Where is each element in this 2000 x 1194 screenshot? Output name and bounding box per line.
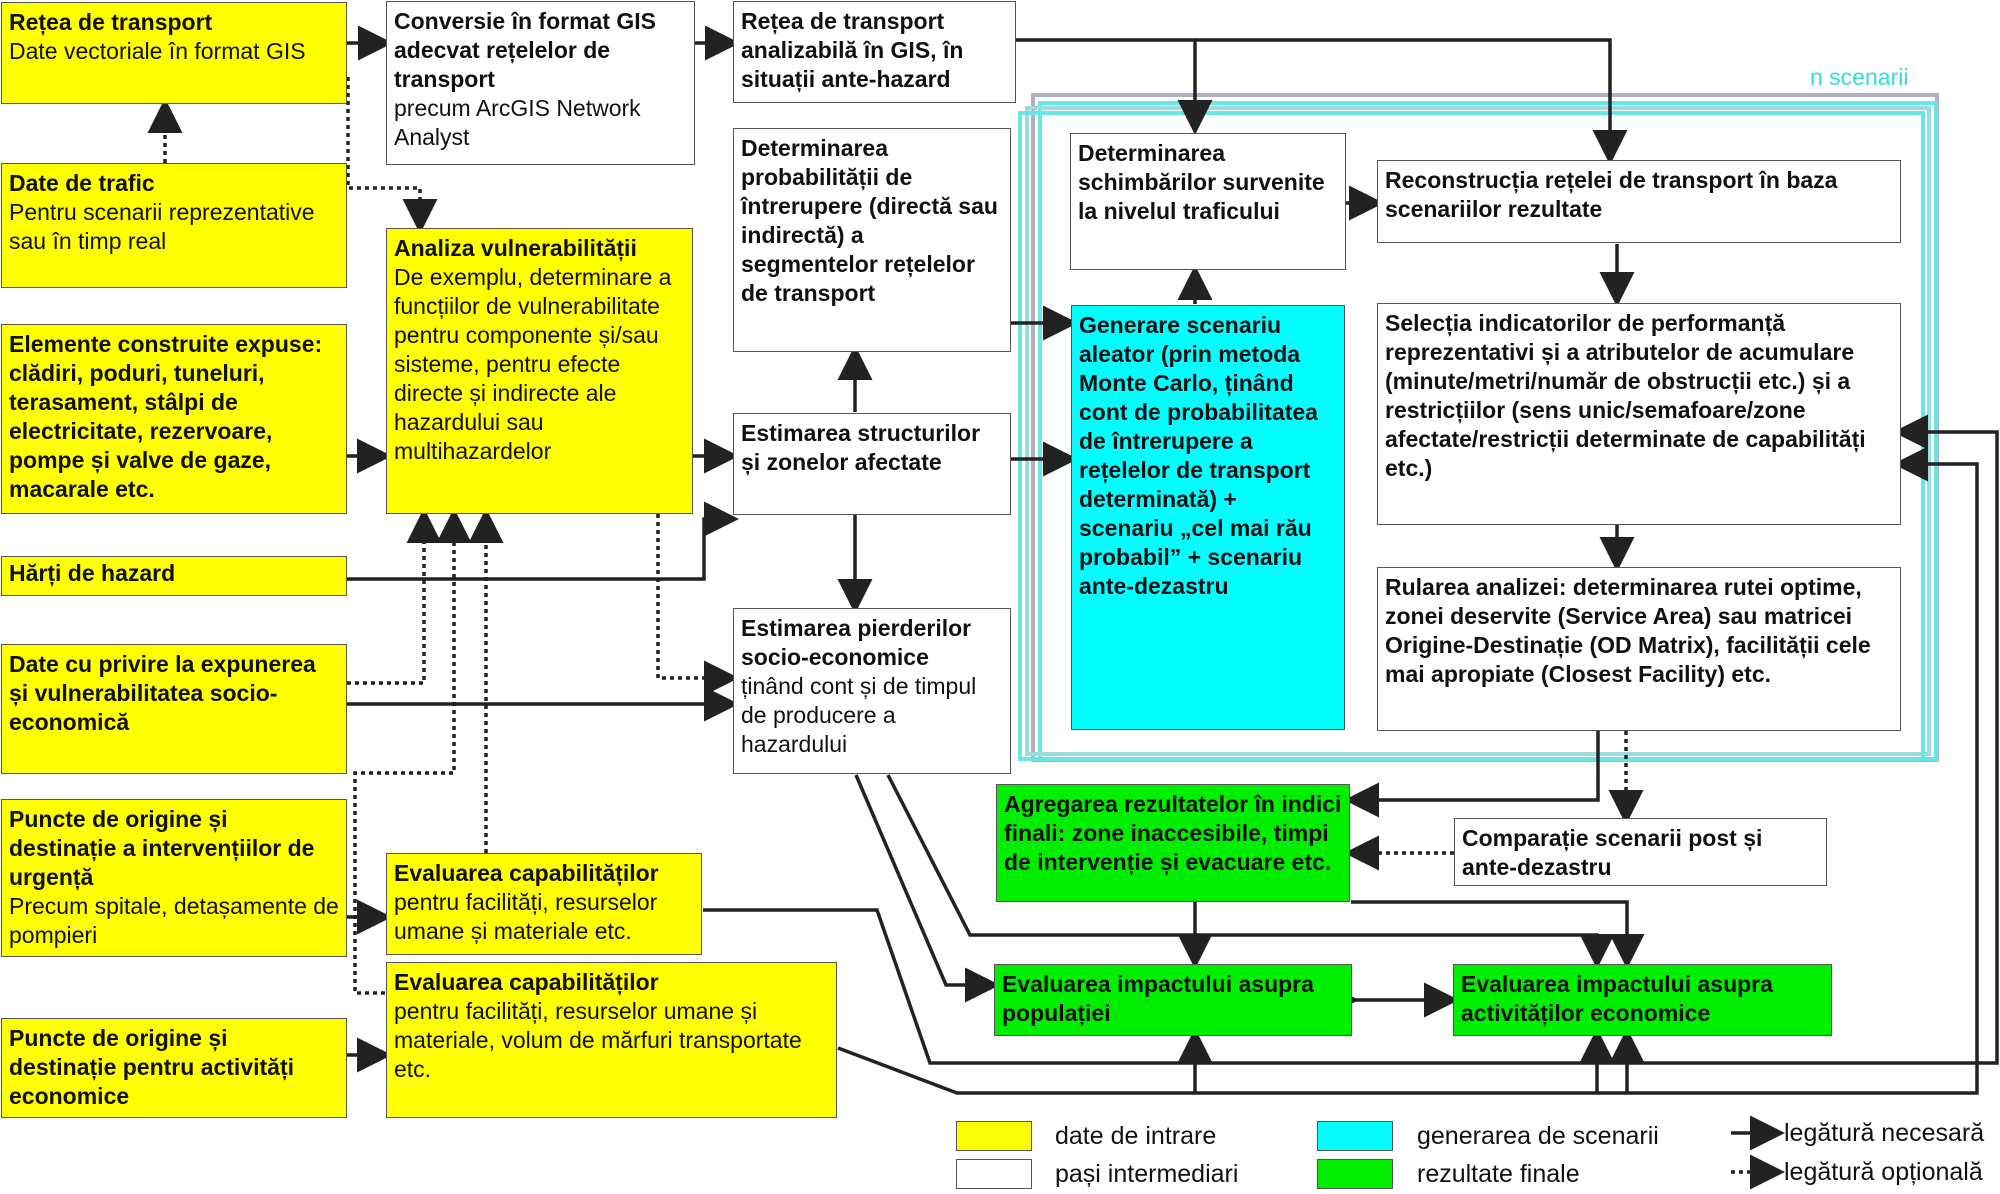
box-title: Rularea analizei: determinarea rutei opt… — [1385, 574, 1871, 687]
box-title: Hărți de hazard — [9, 560, 176, 586]
box-title: Estimarea structurilor și zonelor afecta… — [741, 420, 981, 475]
box-title: Date cu privire la expunerea și vulnerab… — [9, 651, 316, 735]
box-title: Rețea de transport — [9, 9, 213, 35]
link-b15-b23 — [854, 774, 1000, 1003]
box-body: Precum spitale, detașamente de pompieri — [9, 893, 339, 948]
box-exposed-elements: Elemente construite expuse: clădiri, pod… — [1, 324, 347, 514]
box-title: Determinarea probabilității de întrerupe… — [741, 135, 998, 306]
box-body: pentru facilități, resurselor umane și m… — [394, 889, 658, 944]
box-scenario-comparison: Comparație scenarii post și ante-dezastr… — [1454, 818, 1827, 886]
legend-required-label: legătură necesară — [1784, 1119, 1985, 1147]
box-capabilities-emergency: Evaluarea capabilităților pentru facilită… — [386, 853, 702, 955]
box-body: Date vectoriale în format GIS — [9, 38, 306, 64]
link-b21-b24 — [1351, 900, 1645, 969]
box-title: Determinarea schimbărilor survenite la n… — [1078, 140, 1325, 224]
box-economic-impact: Evaluarea impactului asupra activitățilo… — [1453, 964, 1832, 1036]
legend-scenarios-label: generarea de scenarii — [1417, 1122, 1659, 1150]
box-run-analysis: Rularea analizei: determinarea rutei opt… — [1377, 567, 1901, 731]
box-title: Evaluarea impactului asupra populației — [1002, 971, 1314, 1026]
box-body: De exemplu, determinare a funcțiilor de … — [394, 264, 672, 464]
box-title: Evaluarea capabilităților — [394, 969, 659, 995]
box-hazard-maps: Hărți de hazard — [1, 556, 347, 596]
box-title: Elemente construite expuse: clădiri, pod… — [9, 331, 323, 502]
box-vulnerability-analysis: Analiza vulnerabilității De exemplu, dete… — [386, 228, 693, 514]
optional-b5-b9 — [347, 508, 442, 685]
box-body: Pentru scenarii reprezentative sau în ti… — [9, 199, 315, 254]
scenario-count-label: n scenarii — [1810, 64, 1909, 90]
link-b10-b19 — [703, 414, 1999, 1065]
legend-scenarios-swatch — [1317, 1121, 1393, 1151]
box-indicator-selection: Selecția indicatorilor de performanță re… — [1377, 303, 1901, 525]
box-socioeconomic-data: Date cu privire la expunerea și vulnerab… — [1, 644, 347, 774]
box-title: Estimarea pierderilor socio-economice — [741, 615, 972, 670]
box-title: Date de trafic — [9, 170, 155, 196]
box-title: Agregarea rezultatelor în indici finali:… — [1004, 791, 1342, 875]
box-network-reconstruction: Reconstrucția rețelei de transport în ba… — [1377, 160, 1901, 243]
box-title: Generare scenariu aleator (prin metoda M… — [1079, 312, 1318, 599]
legend-input-swatch — [956, 1121, 1032, 1151]
optional-b11-b9 — [353, 508, 472, 995]
box-title: Analiza vulnerabilității — [394, 235, 637, 261]
box-emergency-origins: Puncte de origine și destinație a interv… — [1, 799, 347, 957]
box-title: Reconstrucția rețelei de transport în ba… — [1385, 167, 1838, 222]
link-b15-b24 — [886, 774, 1615, 969]
box-title: Puncte de origine și destinație pentru a… — [9, 1025, 295, 1109]
box-title: Conversie în format GIS adecvat rețelelo… — [394, 8, 657, 92]
box-affected-structures: Estimarea structurilor și zonelor afecta… — [733, 413, 1011, 515]
box-scenario-generation: Generare scenariu aleator (prin metoda M… — [1071, 305, 1345, 730]
box-population-impact: Evaluarea impactului asupra populației — [994, 964, 1352, 1036]
box-traffic-changes: Determinarea schimbărilor survenite la n… — [1070, 133, 1346, 270]
legend-intermediate-swatch — [956, 1159, 1032, 1189]
legend-intermediate-label: pași intermediari — [1055, 1160, 1239, 1188]
box-gis-network: Rețea de transport analizabilă în GIS, î… — [733, 1, 1016, 103]
box-title: Evaluarea capabilităților — [394, 860, 659, 886]
box-capabilities-economic: Evaluarea capabilităților pentru facilită… — [386, 962, 837, 1118]
optional-b1-b9 — [346, 77, 438, 234]
box-body: pentru facilități, resurselor umane și m… — [394, 998, 802, 1082]
legend-results-label: rezultate finale — [1417, 1160, 1580, 1188]
box-aggregate-results: Agregarea rezultatelor în indici finali:… — [996, 784, 1350, 902]
link-b4-b14 — [347, 501, 739, 581]
box-body: ținând cont și de timpul de producere a … — [741, 673, 977, 757]
box-title: Evaluarea impactului asupra activitățilo… — [1461, 971, 1773, 1026]
box-title: Rețea de transport analizabilă în GIS, î… — [741, 8, 964, 92]
box-title: Comparație scenarii post și ante-dezastr… — [1462, 825, 1763, 880]
box-economic-origins: Puncte de origine și destinație pentru a… — [1, 1018, 347, 1118]
box-title: Selecția indicatorilor de performanță re… — [1385, 310, 1866, 481]
link-b20-b21 — [1344, 731, 1600, 818]
box-body: precum ArcGIS Network Analyst — [394, 95, 641, 150]
box-disruption-probability: Determinarea probabilității de întrerupe… — [733, 128, 1011, 352]
optional-b9-b15 — [656, 514, 739, 696]
legend-optional-label: legătură opțională — [1784, 1158, 1983, 1186]
legend-input-label: date de intrare — [1055, 1122, 1217, 1150]
box-title: Puncte de origine și destinație a interv… — [9, 806, 315, 890]
legend-results-swatch — [1317, 1159, 1393, 1189]
box-gis-conversion: Conversie în format GIS adecvat rețelelo… — [386, 1, 695, 165]
link-b11-b19 — [837, 446, 1979, 1095]
link-b12-b18 — [1195, 38, 1628, 165]
